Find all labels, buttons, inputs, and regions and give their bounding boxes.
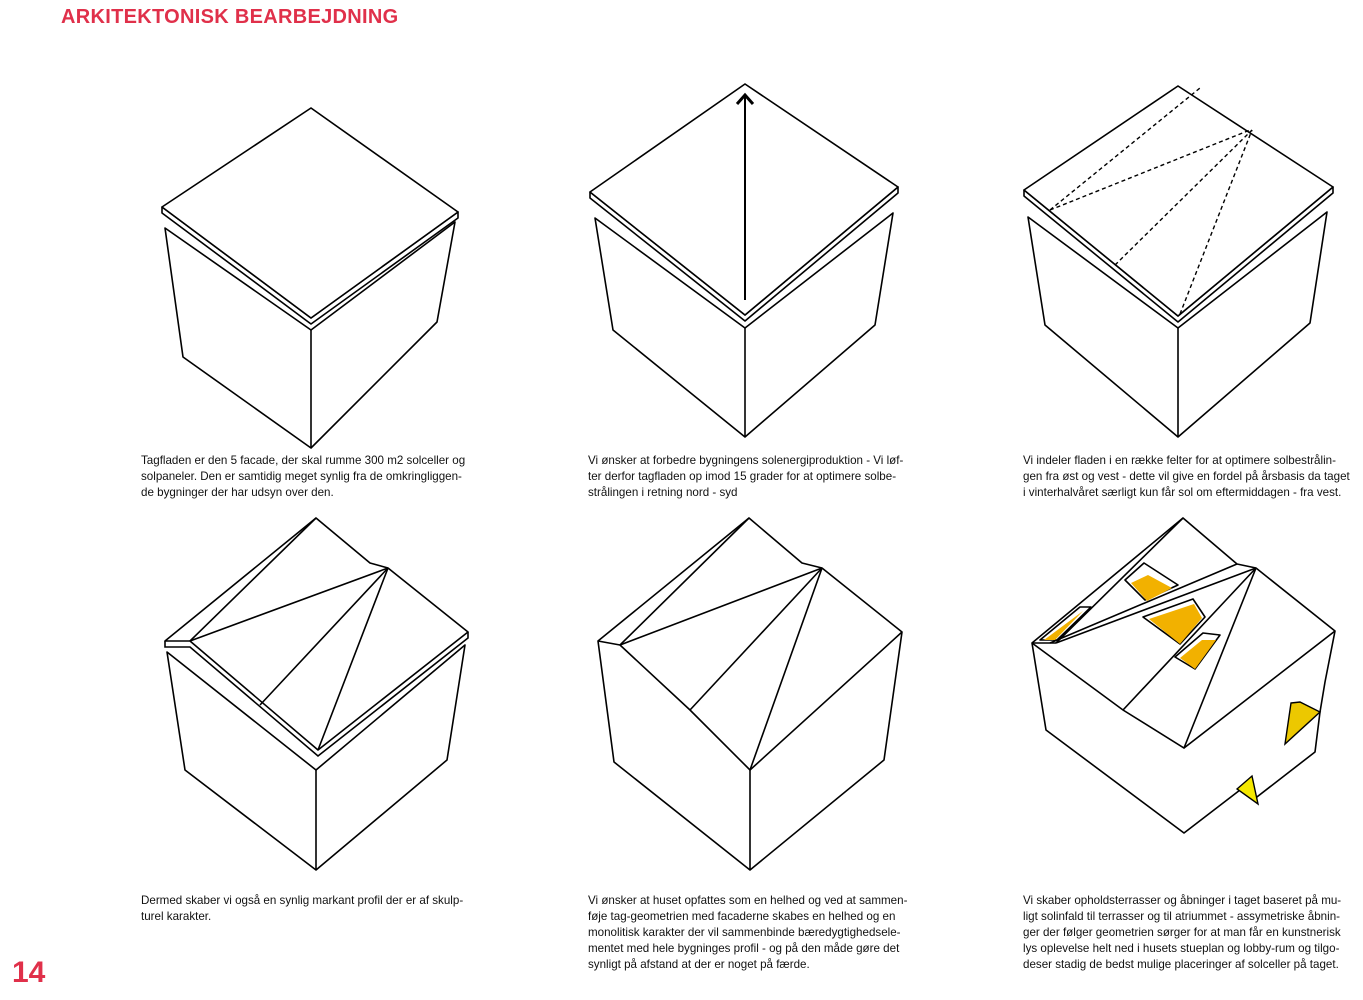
caption-line: turel karakter. (141, 910, 212, 923)
caption-5: Vi ønsker at huset opfattes som en helhe… (588, 893, 923, 973)
facade-opening (1235, 774, 1260, 806)
caption-line: lys oplevelse helt ned i husets stueplan… (1023, 942, 1340, 955)
roof-opening (1131, 575, 1172, 601)
caption-line: Vi ønsker at forbedre bygningens solener… (588, 454, 904, 467)
caption-line: strålingen i retning nord - syd (588, 486, 738, 499)
caption-line: ligt solinfald til terrasser og til atri… (1023, 910, 1340, 923)
facade-opening (1284, 701, 1322, 746)
caption-line: Vi skaber opholdsterrasser og åbninger i… (1023, 894, 1342, 907)
page-title: ARKITEKTONISK BEARBEJDNING (61, 6, 399, 28)
diagram-openings (1031, 517, 1336, 834)
roof-opening (1044, 611, 1083, 640)
roof-plate (161, 107, 459, 319)
caption-line: synligt på afstand at der er noget på fæ… (588, 958, 810, 971)
folded-roof (164, 517, 469, 751)
caption-line: mentet med hele bygninges profil - og på… (588, 942, 900, 955)
caption-4: Dermed skaber vi også en synlig markant … (141, 893, 476, 925)
caption-line: gen fra øst og vest - dette vil give en … (1023, 470, 1350, 483)
caption-line: ger der følger geometrien sørger for at … (1023, 926, 1341, 939)
caption-line: i vinterhalvåret særligt kun får sol om … (1023, 486, 1342, 499)
caption-line: Vi indeler fladen i en række felter for … (1023, 454, 1336, 467)
caption-line: deser stadig de bedst mulige placeringer… (1023, 958, 1339, 971)
diagram-flat-roof (161, 107, 459, 449)
caption-line: Tagfladen er den 5 facade, der skal rumm… (141, 454, 466, 467)
roof-opening (1180, 640, 1216, 669)
diagram-monolithic (597, 517, 903, 871)
diagram-folded-roof-lifted (164, 517, 469, 871)
diagram-tilted-roof (589, 83, 899, 438)
roof-opening (1149, 604, 1202, 644)
page-number: 14 (12, 956, 46, 989)
caption-2: Vi ønsker at forbedre bygningens solener… (588, 453, 923, 501)
caption-line: solpaneler. Den er samtidig meget synlig… (141, 470, 462, 483)
building (597, 517, 903, 871)
caption-1: Tagfladen er den 5 facade, der skal rumm… (141, 453, 476, 501)
caption-3: Vi indeler fladen i en række felter for … (1023, 453, 1358, 501)
diagram-divided-roof (1023, 85, 1334, 438)
roof-plate (1023, 85, 1334, 317)
caption-6: Vi skaber opholdsterrasser og åbninger i… (1023, 893, 1358, 973)
caption-line: ter derfor tagfladen op imod 15 grader f… (588, 470, 897, 483)
caption-line: monolitisk karakter der vil sammenbinde … (588, 926, 901, 939)
arrow-head-icon (735, 92, 755, 105)
caption-line: de bygninger der har udsyn over den. (141, 486, 334, 499)
caption-line: føje tag-geometrien med facaderne skabes… (588, 910, 896, 923)
caption-line: Vi ønsker at huset opfattes som en helhe… (588, 894, 908, 907)
caption-line: Dermed skaber vi også en synlig markant … (141, 894, 464, 907)
